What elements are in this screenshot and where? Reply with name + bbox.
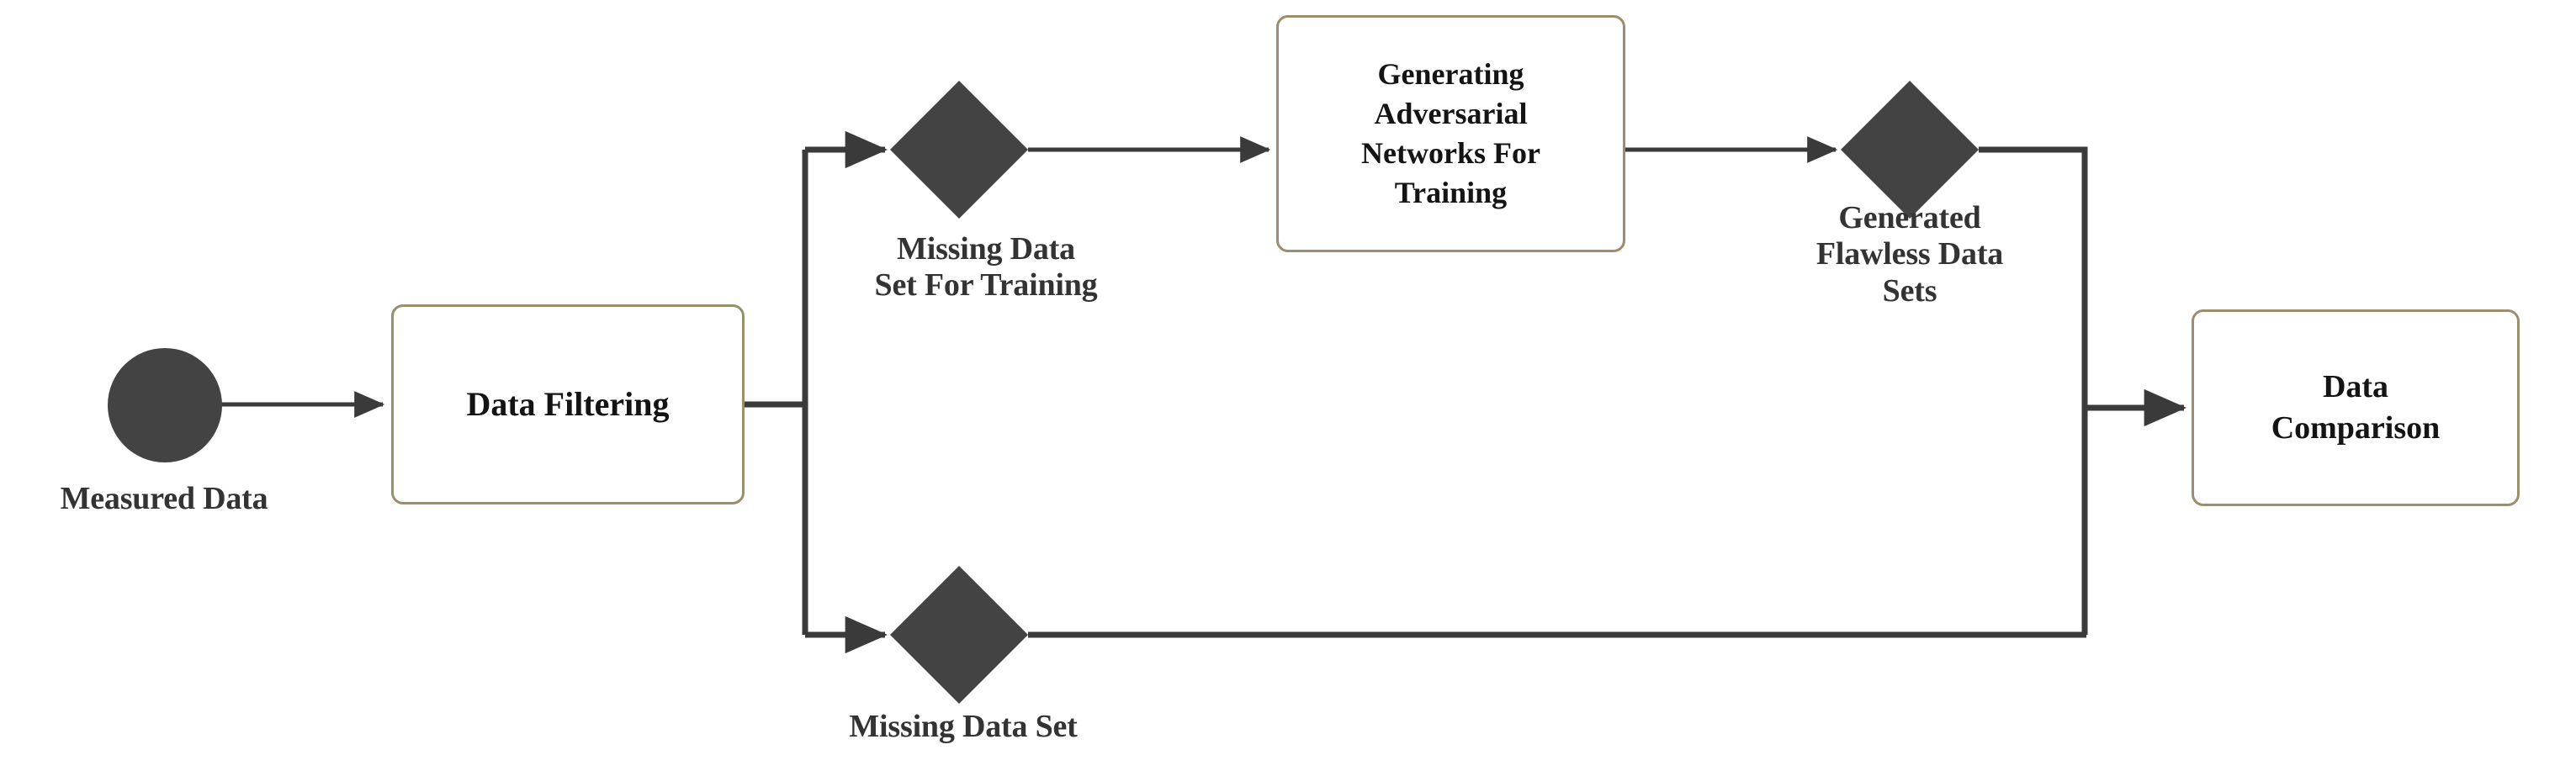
gan-training-box[interactable]: Generating Adversarial Networks For Trai… xyxy=(1276,15,1625,252)
gan-training-label: Generating Adversarial Networks For Trai… xyxy=(1361,57,1540,209)
data-comparison-box[interactable]: Data Comparison xyxy=(2192,309,2520,506)
data-filtering-box[interactable]: Data Filtering xyxy=(391,304,745,504)
data-comparison-label: Data Comparison xyxy=(2271,368,2441,446)
missing-data-set-for-training-label: Missing Data Set For Training xyxy=(874,231,1098,304)
data-filtering-label: Data Filtering xyxy=(466,385,670,423)
diamond-generated-flawless-data-sets xyxy=(1841,81,1979,219)
diamond-missing-data-set xyxy=(890,566,1028,704)
measured-data-circle xyxy=(108,348,222,462)
generated-flawless-data-sets-label: Generated Flawless Data Sets xyxy=(1815,200,2004,309)
edge-generated-flawless-to-merge xyxy=(1979,146,2088,635)
missing-data-set-label: Missing Data Set xyxy=(849,709,1078,744)
diamond-missing-data-set-for-training xyxy=(890,81,1028,219)
measured-data-label: Measured Data xyxy=(60,481,268,516)
